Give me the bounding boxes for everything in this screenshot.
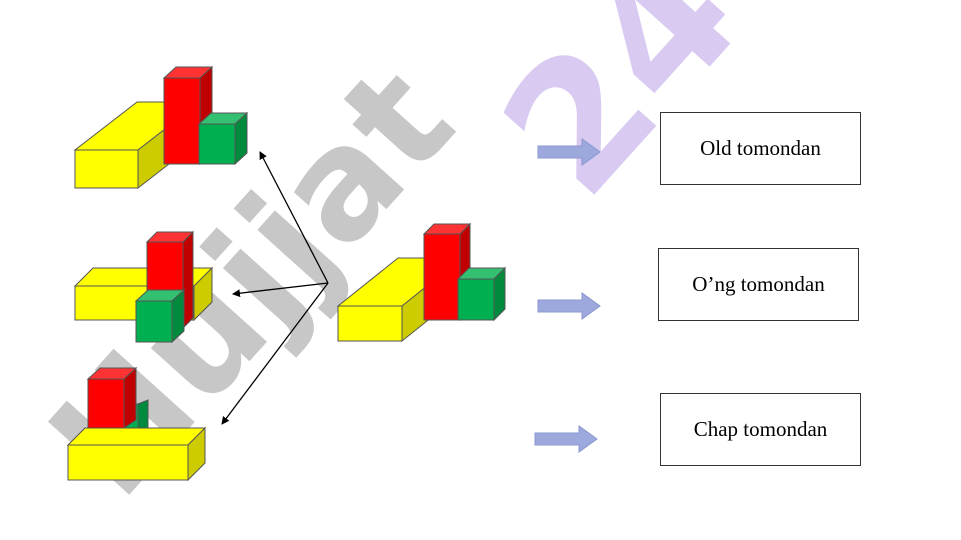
figure-view-1: [73, 65, 249, 190]
green-block-side: [493, 266, 506, 322]
block-arrow-top: [537, 138, 601, 166]
label-top-view: Old tomondan: [660, 112, 861, 185]
red-block-front: [87, 378, 125, 429]
green-block-front: [198, 123, 236, 165]
yellow-block-front: [74, 149, 139, 189]
green-block-side: [171, 288, 185, 344]
reference-object: [336, 222, 507, 343]
pointer-arrow-to-view-1: [259, 151, 329, 284]
yellow-block-top: [66, 427, 207, 446]
yellow-block-side: [193, 266, 213, 322]
block-arrows: [534, 138, 601, 453]
label-right-view: O’ng tomondan: [658, 248, 859, 321]
red-block-side: [123, 366, 137, 429]
label-right-view-text: O’ng tomondan: [692, 272, 825, 296]
green-block-side: [137, 399, 149, 429]
yellow-block-side: [187, 426, 206, 482]
label-left-view-text: Chap tomondan: [693, 417, 828, 441]
figure-view-2: [73, 230, 214, 344]
green-block-front: [135, 300, 173, 343]
pointer-arrow-to-view-3: [221, 282, 329, 425]
red-block-front: [423, 233, 461, 321]
yellow-block-front: [337, 305, 403, 342]
pointer-arrows: [221, 151, 329, 425]
green-block-side: [234, 111, 248, 166]
label-left-view: Chap tomondan: [660, 393, 861, 466]
block-arrow-left: [534, 425, 598, 453]
figure-view-3: [66, 366, 207, 482]
pointer-arrow-to-view-2: [232, 282, 329, 298]
yellow-block-front: [67, 444, 189, 481]
label-top-view-text: Old tomondan: [700, 136, 821, 160]
block-arrow-right: [537, 292, 601, 320]
red-block-front: [163, 77, 201, 165]
green-block-front: [457, 278, 495, 321]
